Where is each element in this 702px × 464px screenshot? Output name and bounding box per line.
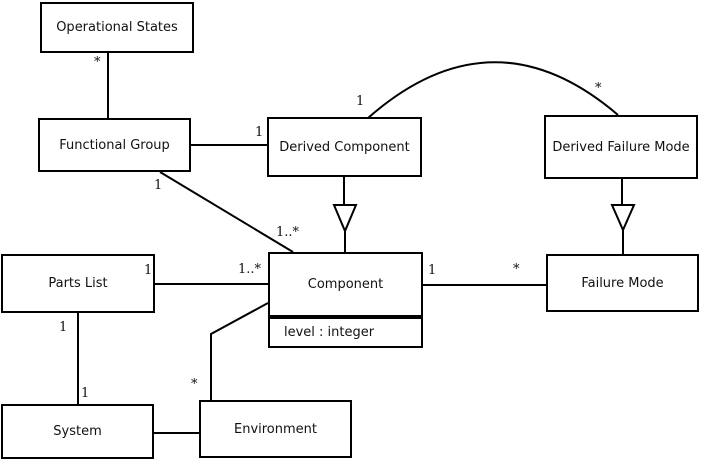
multiplicity-label: 1..* bbox=[276, 225, 300, 240]
class-name-label: Functional Group bbox=[59, 137, 170, 153]
class-box-system: System bbox=[1, 404, 154, 459]
multiplicity-label: * bbox=[191, 377, 198, 392]
class-box-derived-failure-mode: Derived Failure Mode bbox=[544, 115, 698, 179]
multiplicity-label: 1 bbox=[255, 125, 264, 140]
class-attribute-label: level : integer bbox=[284, 325, 375, 340]
class-name-label: Environment bbox=[233, 421, 317, 437]
class-box-failure-mode: Failure Mode bbox=[546, 254, 699, 312]
generalization-arrowhead-icon bbox=[332, 204, 358, 234]
multiplicity-label: 1 bbox=[144, 263, 153, 278]
class-name-label: Operational States bbox=[56, 20, 178, 35]
class-name-label: Failure Mode bbox=[581, 275, 664, 291]
class-name-label: Derived Failure Mode bbox=[552, 139, 690, 155]
edge-derived-component-derived-failure-mode-arc bbox=[367, 61, 619, 119]
edge-environment-component bbox=[210, 302, 269, 400]
multiplicity-label: * bbox=[94, 55, 101, 70]
class-box-operational-states: Operational States bbox=[40, 2, 194, 53]
class-box-environment: Environment bbox=[199, 400, 352, 458]
generalization-arrowhead-icon bbox=[610, 204, 636, 233]
class-box-derived-component: Derived Component bbox=[267, 117, 422, 177]
class-title-compartment: Component bbox=[270, 254, 421, 319]
multiplicity-label: * bbox=[513, 262, 520, 277]
multiplicity-label: 1..* bbox=[238, 262, 262, 277]
edge-functional-group-component bbox=[159, 171, 294, 253]
multiplicity-label: * bbox=[595, 81, 602, 96]
multiplicity-label: 1 bbox=[428, 263, 437, 278]
multiplicity-label: 1 bbox=[59, 320, 68, 335]
class-name-label: Component bbox=[307, 277, 384, 292]
multiplicity-label: 1 bbox=[154, 178, 163, 193]
class-attribute-compartment: level : integer bbox=[270, 319, 421, 346]
class-name-label: System bbox=[53, 424, 102, 439]
class-name-label: Parts List bbox=[48, 276, 108, 291]
class-name-label: Derived Component bbox=[279, 139, 410, 155]
class-box-functional-group: Functional Group bbox=[38, 118, 191, 172]
multiplicity-label: 1 bbox=[356, 94, 365, 109]
class-box-parts-list: Parts List bbox=[1, 254, 155, 313]
multiplicity-label: 1 bbox=[81, 386, 90, 401]
class-box-component: Component level : integer bbox=[268, 252, 423, 348]
